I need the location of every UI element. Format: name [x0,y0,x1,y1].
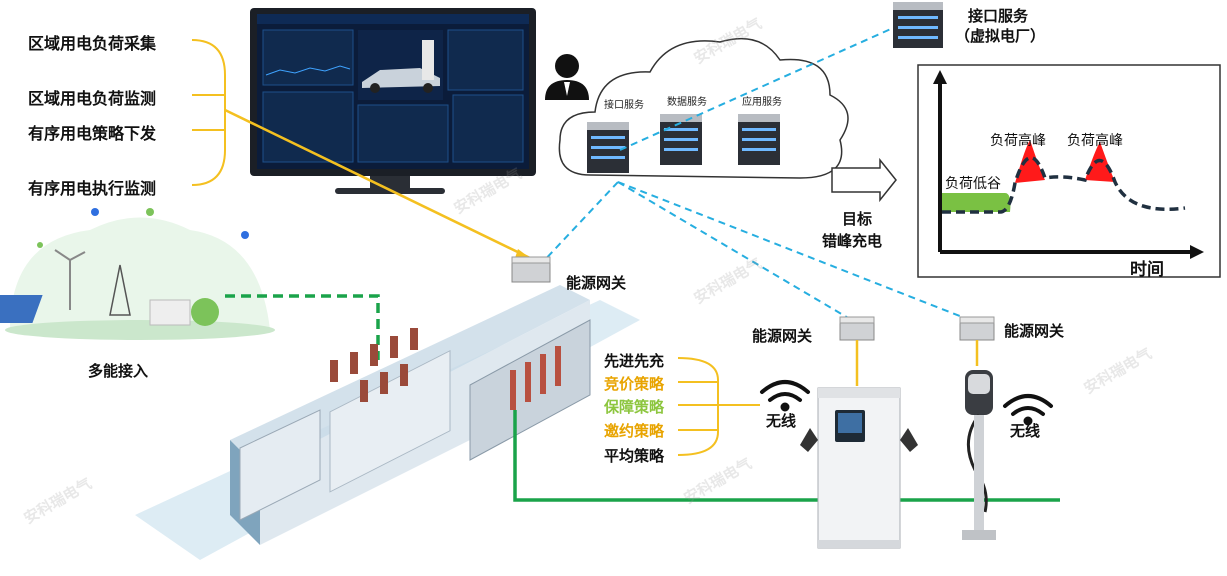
interface-service-title: 接口服务 [968,7,1029,25]
monitor-to-gateway-line [224,108,531,260]
strategy-item: 保障策略 [604,398,665,416]
interface-service-subtitle: （虚拟电厂） [955,27,1046,45]
cloud-service-label: 应用服务 [742,97,782,108]
x-axis-label: 时间 [1130,260,1164,280]
gateway-label-ac: 能源网关 [1004,322,1065,340]
wifi-icon [760,380,810,412]
gateway-label-main: 能源网关 [566,274,627,292]
strategy-item: 邀约策略 [604,422,665,440]
strategy-bracket [677,357,719,456]
function-label: 有序用电策略下发 [28,124,157,143]
function-label: 有序用电执行监测 [28,179,157,198]
wifi-icon [1003,394,1053,426]
gateway-device-ac [959,316,995,341]
function-label: 区域用电负荷监测 [28,89,157,108]
valley-label: 负荷低谷 [945,176,1001,192]
peak-label: 负荷高峰 [990,133,1046,149]
valley-area [942,193,1011,212]
dc-charger [800,387,918,549]
monitor [250,8,536,194]
ac-charger [962,370,996,540]
cloud-service-label: 数据服务 [667,97,707,108]
substation-building [135,285,640,560]
load-curve [942,156,1186,214]
wireless-label: 无线 [766,412,797,430]
strategy-item: 先进先充 [604,352,665,370]
interface-server [893,2,943,48]
target-subtitle: 错峰充电 [822,232,883,250]
strategy-item: 平均策略 [604,447,665,465]
gateway-label-dc: 能源网关 [752,327,813,345]
network-links [539,27,976,323]
function-label: 区域用电负荷采集 [28,34,157,53]
load-chart [917,64,1221,278]
gateway-device-main [511,256,551,283]
target-title: 目标 [842,210,873,228]
energy-dashed-link [225,294,380,360]
target-arrow-icon [831,157,897,203]
gateway-device-dc [839,316,875,341]
multi-energy-label: 多能接入 [88,362,149,380]
strategy-item: 竞价策略 [604,375,665,393]
peak-area-1 [1015,140,1045,183]
multi-energy-scene [0,208,275,340]
cloud-service-label: 接口服务 [604,100,644,111]
cloud-servers [587,114,780,173]
wireless-label: 无线 [1010,422,1041,440]
peak-label: 负荷高峰 [1067,133,1123,149]
left-bracket [191,39,226,186]
person-icon [545,54,589,100]
